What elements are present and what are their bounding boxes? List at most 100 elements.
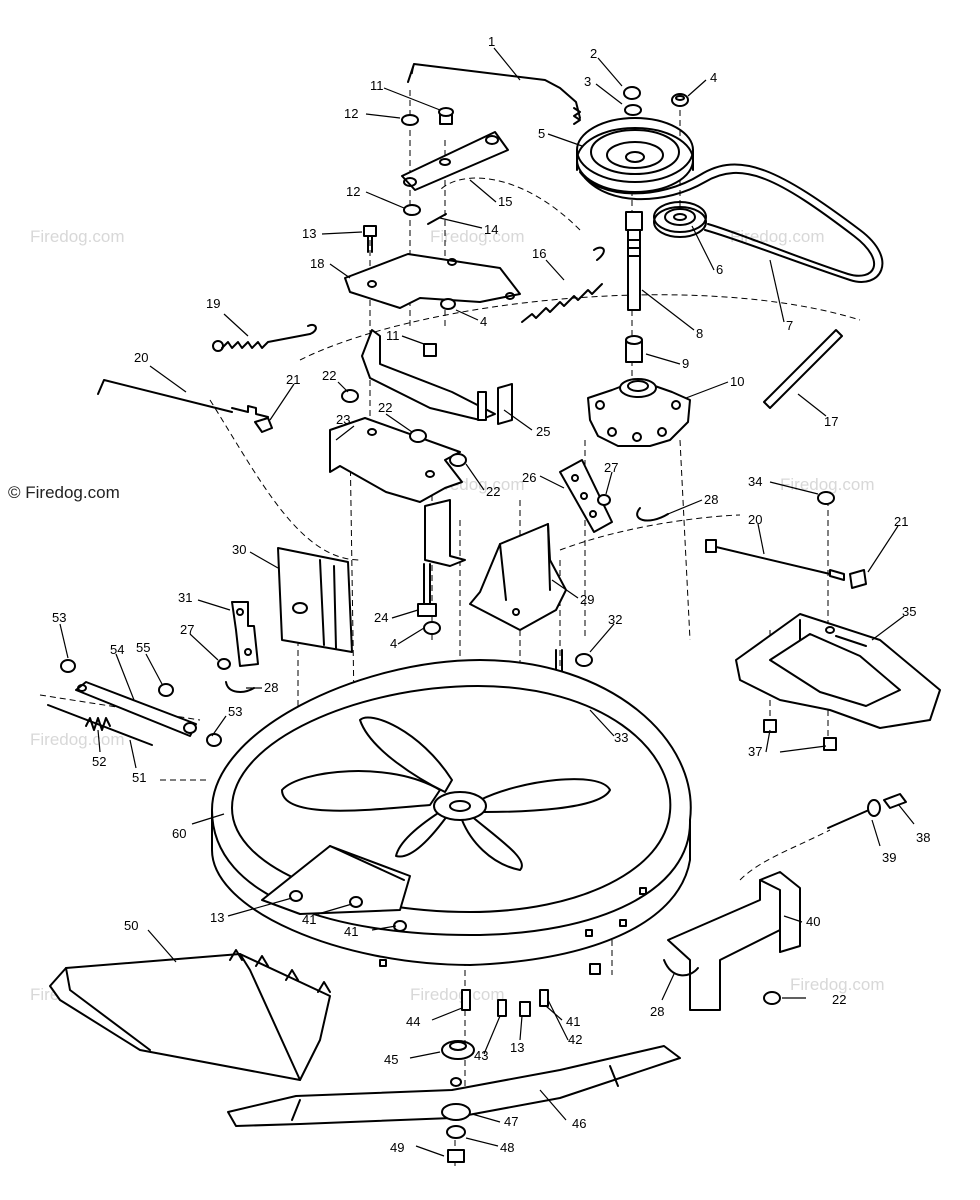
callout-label: 14 <box>484 222 498 237</box>
callout-label: 21 <box>286 372 300 387</box>
parts-28-22-right <box>663 959 781 1005</box>
callout-label: 53 <box>228 704 242 719</box>
callout-label: 38 <box>916 830 930 845</box>
part-16-spring <box>521 246 605 323</box>
callout-label: 17 <box>824 414 838 429</box>
callout-label: 44 <box>406 1014 420 1029</box>
part-9-bushing <box>625 335 643 363</box>
callout-label: 12 <box>344 106 358 121</box>
watermark-text: Firedog.com <box>730 227 824 246</box>
callout-label: 4 <box>390 636 397 651</box>
parts-47-49-blade-hub <box>441 1103 471 1163</box>
part-54-arm <box>75 681 197 737</box>
callout-label: 33 <box>614 730 628 745</box>
part-51-rod <box>47 704 153 746</box>
callout-label: 46 <box>572 1116 586 1131</box>
callout-label: 47 <box>504 1114 518 1129</box>
watermark-text: Firedog.com <box>790 975 884 994</box>
callout-label: 3 <box>584 74 591 89</box>
watermark-text: Firedog.com <box>30 227 124 246</box>
callout-label: 22 <box>832 992 846 1007</box>
part-15-arm <box>401 131 509 191</box>
part-37-bolts <box>763 719 837 751</box>
callout-label: 40 <box>806 914 820 929</box>
callout-label: 19 <box>206 296 220 311</box>
part-29-bracket <box>469 523 567 631</box>
callout-label: 16 <box>532 246 546 261</box>
watermark-text: Firedog.com <box>780 475 874 494</box>
callout-label: 13 <box>210 910 224 925</box>
callout-label: 18 <box>310 256 324 271</box>
part-50-chute <box>49 949 331 1081</box>
callout-label: 41 <box>302 912 316 927</box>
callout-label: 41 <box>344 924 358 939</box>
callout-label: 31 <box>178 590 192 605</box>
part-35-bracket <box>735 613 941 729</box>
callout-label: 28 <box>704 492 718 507</box>
callout-label: 22 <box>378 400 392 415</box>
part-26-plate <box>559 459 613 533</box>
callout-label: 28 <box>264 680 278 695</box>
parts-27-28-left <box>217 658 255 693</box>
part-31-bracket <box>231 601 259 667</box>
callout-label: 13 <box>510 1040 524 1055</box>
callout-label: 52 <box>92 754 106 769</box>
part-8-spindle-shaft <box>625 211 643 311</box>
bottom-hardware <box>441 963 601 1087</box>
callout-label: 8 <box>696 326 703 341</box>
callout-label: 20 <box>748 512 762 527</box>
part-7-belt <box>579 163 884 283</box>
callout-label: 42 <box>568 1032 582 1047</box>
part-10-spindle-housing <box>587 378 691 447</box>
callout-label: 50 <box>124 918 138 933</box>
part-20-cable-left <box>97 379 273 433</box>
callout-label: 27 <box>604 460 618 475</box>
part-18-bracket <box>344 253 521 310</box>
callout-label: 11 <box>386 328 400 343</box>
callout-label: 30 <box>232 542 246 557</box>
part-6-idler-pulley <box>653 201 707 238</box>
callout-label: 29 <box>580 592 594 607</box>
part-25-bracket <box>361 329 513 425</box>
callout-label: 2 <box>590 46 597 61</box>
callout-label: 12 <box>346 184 360 199</box>
callout-label: 54 <box>110 642 124 657</box>
callout-label: 22 <box>486 484 500 499</box>
callout-label: 24 <box>374 610 388 625</box>
watermark-text: Firedog.com <box>430 227 524 246</box>
callout-label: 41 <box>566 1014 580 1029</box>
callout-label: 60 <box>172 826 186 841</box>
part-60-deck <box>211 659 692 967</box>
part-13-bolt-top <box>363 225 377 253</box>
callout-label: 25 <box>536 424 550 439</box>
callout-label: 5 <box>538 126 545 141</box>
watermark-text: Firedog.com <box>30 730 124 749</box>
callout-label: 45 <box>384 1052 398 1067</box>
callout-label: 37 <box>748 744 762 759</box>
callout-label: 15 <box>498 194 512 209</box>
watermark-text: Firedog.com <box>410 985 504 1004</box>
part-46-blade <box>227 1045 681 1127</box>
part-22-nuts <box>341 389 835 505</box>
part-40-bracket <box>667 871 801 1011</box>
callout-label: 34 <box>748 474 762 489</box>
callout-label: 10 <box>730 374 744 389</box>
deck-front-bracket <box>261 845 411 932</box>
callout-label: 28 <box>650 1004 664 1019</box>
part-23-bracket <box>329 417 466 567</box>
callout-leaders <box>59 47 915 1157</box>
callout-label: 43 <box>474 1048 488 1063</box>
callout-label: 11 <box>370 78 384 93</box>
callout-label: 39 <box>882 850 896 865</box>
callout-label: 6 <box>716 262 723 277</box>
callout-label: 9 <box>682 356 689 371</box>
callout-labels: 1 2 3 4 5 11 12 15 12 14 13 6 16 18 4 7 … <box>52 34 930 1155</box>
part-20-cable-right <box>705 539 867 589</box>
callout-label: 4 <box>480 314 487 329</box>
callout-label: 55 <box>136 640 150 655</box>
callout-label: 21 <box>894 514 908 529</box>
callout-label: 22 <box>322 368 336 383</box>
callout-label: 51 <box>132 770 146 785</box>
part-17-rod <box>763 329 843 409</box>
